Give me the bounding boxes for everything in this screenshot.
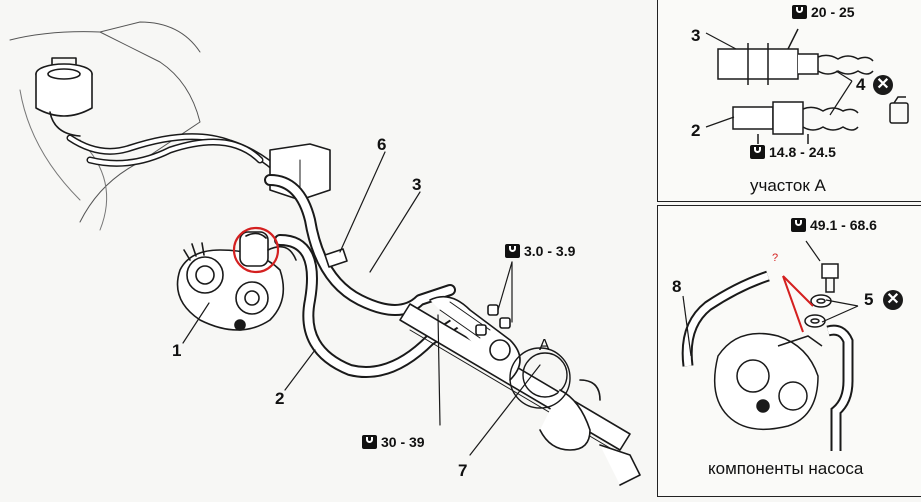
wrench-torque-icon [792, 5, 807, 19]
steering-gear [399, 295, 641, 486]
torque-value-flare: 30 - 39 [381, 434, 425, 450]
wrench-torque-icon [505, 244, 520, 258]
callout-6: 6 [377, 135, 387, 154]
wrench-torque-icon [362, 435, 377, 449]
callout-3: 3 [412, 175, 422, 194]
torque-label-bolts: 3.0 - 3.9 [505, 243, 575, 259]
pump-components-caption: компоненты насоса [708, 459, 864, 478]
annotation-question-mark: ? [772, 252, 779, 264]
detail-a-torque-bottom: 14.8 - 24.5 [750, 144, 836, 160]
detail-a-callout-4: 4 [856, 75, 866, 94]
callout-2: 2 [275, 389, 285, 408]
section-a-drawing [705, 28, 909, 144]
detail-a-callout-2: 2 [691, 121, 701, 140]
detail-panel-section-a: 3 2 4 ✕ 20 - 25 14.8 - 24.5 участок А [657, 0, 921, 202]
apply-fluid-icon [889, 96, 909, 124]
do-not-reuse-icon: ✕ [873, 75, 893, 95]
callout-7: 7 [458, 461, 468, 480]
fluid-reservoir [35, 57, 93, 137]
callout-A: A [539, 337, 550, 354]
pump-outlet-fitting [239, 231, 297, 267]
pump-callout-5: 5 [864, 290, 874, 309]
detail-a-torque-top: 20 - 25 [792, 4, 855, 20]
wrench-torque-icon [791, 218, 806, 232]
pump-torque: 49.1 - 68.6 [791, 217, 877, 233]
detail-a-torque-bottom-value: 14.8 - 24.5 [769, 144, 836, 160]
power-steering-diagram [9, 21, 641, 486]
torque-label-flare: 30 - 39 [362, 434, 425, 450]
torque-value-bolts: 3.0 - 3.9 [524, 243, 576, 259]
pump-callout-8: 8 [672, 277, 682, 296]
detail-panel-pump-components: 8 5 ✕ ? 49.1 - 68.6 компоненты насоса [657, 205, 921, 497]
detail-a-caption: участок А [750, 176, 826, 195]
wrench-torque-icon [750, 145, 765, 159]
pump-components-drawing [681, 240, 859, 451]
pump-torque-value: 49.1 - 68.6 [810, 217, 877, 233]
do-not-reuse-icon: ✕ [883, 290, 903, 310]
callout-1: 1 [172, 341, 182, 360]
detail-a-torque-top-value: 20 - 25 [811, 4, 855, 20]
detail-a-callout-3: 3 [691, 26, 701, 45]
